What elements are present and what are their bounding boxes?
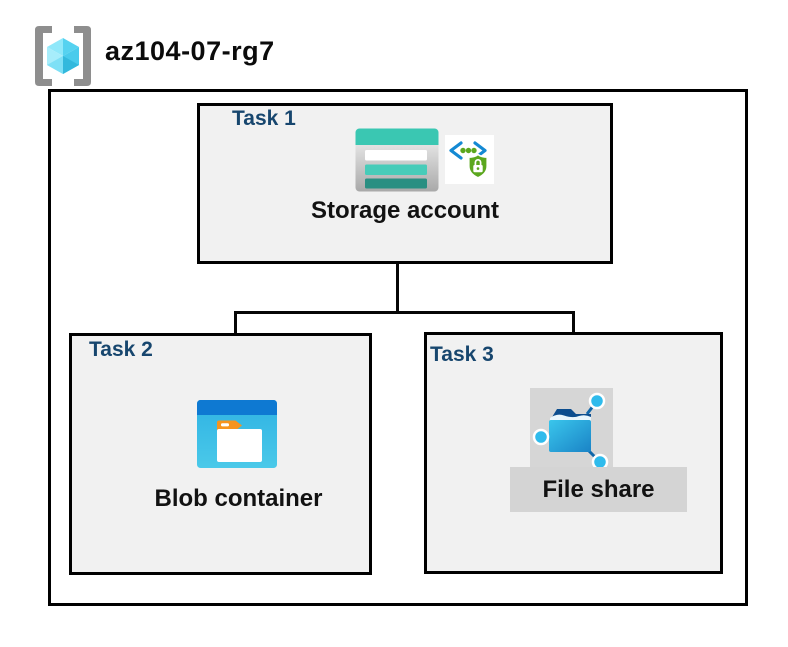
storage-account-label: Storage account: [310, 197, 500, 224]
connector-horizontal: [234, 311, 575, 314]
storage-account-icon: [355, 128, 439, 192]
secure-access-icon: [445, 135, 494, 184]
task2-label: Task 2: [89, 338, 153, 361]
file-share-icon: [532, 392, 609, 470]
resource-group-name: az104-07-rg7: [105, 36, 275, 66]
task3-label: Task 3: [430, 343, 494, 366]
blob-container-icon: [197, 400, 277, 468]
task1-label: Task 1: [232, 107, 296, 130]
file-share-label: File share: [542, 476, 655, 503]
blob-container-label: Blob container: [154, 485, 323, 512]
resource-group-icon: [35, 26, 91, 86]
file-share-label-highlight: [510, 467, 687, 512]
connector-storage-stem: [396, 234, 399, 314]
